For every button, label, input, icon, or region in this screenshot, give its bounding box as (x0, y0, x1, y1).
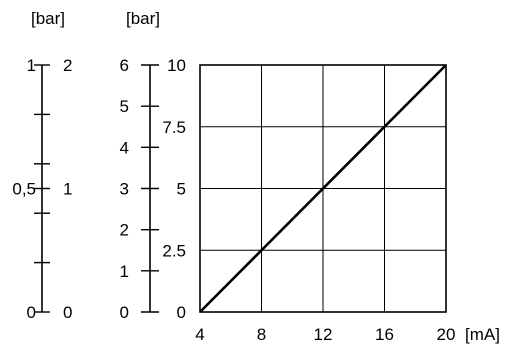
x-tick-label: 8 (257, 325, 266, 344)
x-tick-label: 12 (314, 325, 333, 344)
x-tick-label: 16 (375, 325, 394, 344)
series-line (199, 64, 447, 313)
bar-0-6-tick-label: 5 (120, 97, 129, 116)
y-tick-label: 5 (177, 180, 186, 199)
bar-0-6-tick-label: 0 (120, 303, 129, 322)
bar-0-1-tick-label: 1 (27, 56, 36, 75)
bar-0-6-tick-label: 1 (120, 262, 129, 281)
bar-0-2-tick-label: 0 (63, 303, 72, 322)
x-axis-unit: [mA] (465, 325, 500, 344)
bar-0-1-tick-label: 0,5 (12, 180, 36, 199)
bar-0-6-tick-label: 2 (120, 221, 129, 240)
unit-label-bar-right: [bar] (126, 9, 160, 28)
x-tick-label: 20 (437, 325, 456, 344)
y-tick-label: 10 (167, 56, 186, 75)
bar-0-1-tick-label: 0 (27, 303, 36, 322)
y-tick-label: 2.5 (162, 241, 186, 260)
y-tick-label: 0 (177, 303, 186, 322)
bar-0-2-tick-label: 2 (63, 56, 72, 75)
bar-0-6-tick-label: 3 (120, 180, 129, 199)
y-tick-label: 7.5 (162, 118, 186, 137)
x-tick-label: 4 (195, 325, 204, 344)
grid (200, 65, 446, 312)
bar-0-2-tick-label: 1 (63, 180, 72, 199)
ticks (34, 64, 159, 313)
unit-label-bar-left: [bar] (31, 9, 65, 28)
bar-0-6-tick-label: 6 (120, 56, 129, 75)
bar-0-6-tick-label: 4 (120, 138, 129, 157)
